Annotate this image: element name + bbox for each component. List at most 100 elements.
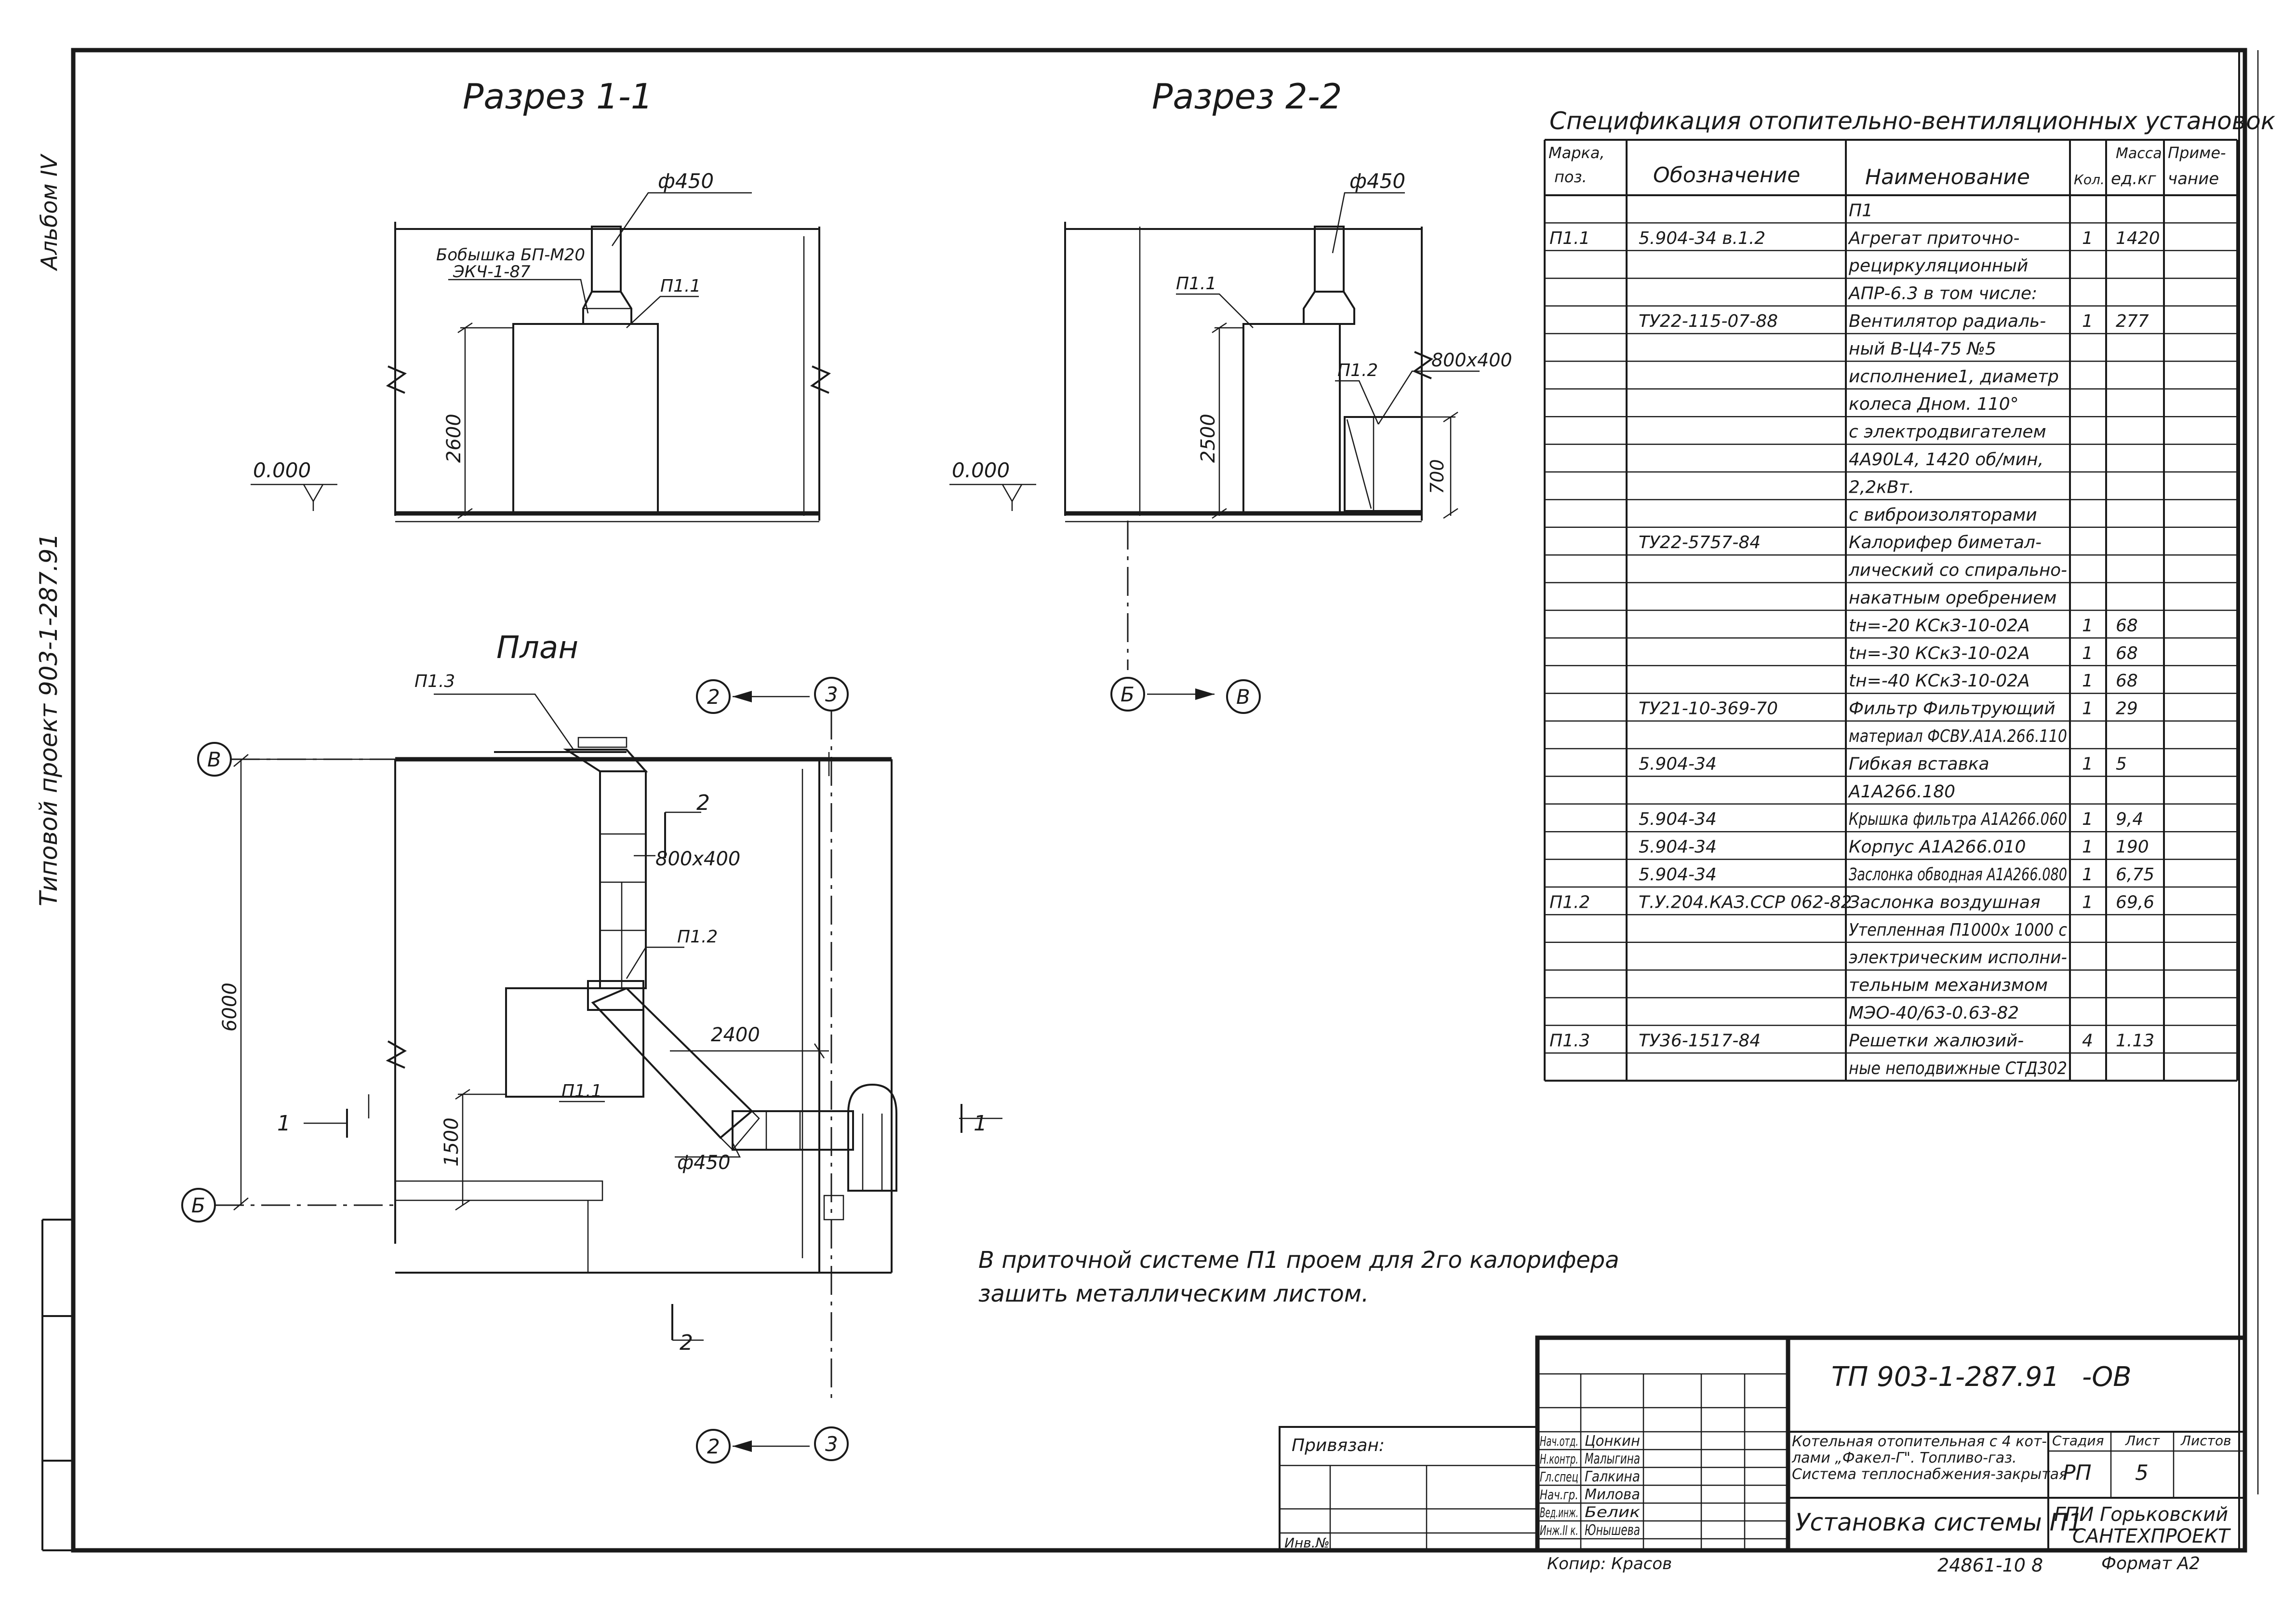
spec-row: 4А90L4, 1420 об/мин, bbox=[1849, 450, 2043, 470]
axis-b-marker: Б bbox=[1121, 683, 1135, 706]
spec-row: ные неподвижные СТД302 bbox=[1849, 1059, 2067, 1078]
axis-b-plan: Б bbox=[191, 1194, 205, 1217]
album-label: Альбом IV bbox=[36, 153, 62, 271]
stamp-sheet-header: Лист bbox=[2125, 1433, 2160, 1449]
spec-cell-designation: 5.904-34 в.1.2 bbox=[1639, 229, 1765, 248]
spec-cell-qty: 1 bbox=[2082, 644, 2093, 663]
s22-valve-label: П1.2 bbox=[1337, 361, 1378, 380]
spec-cell-name: электрическим исполни- bbox=[1849, 948, 2067, 968]
s22-height-dim: 2500 bbox=[1197, 414, 1219, 463]
stamp-sheet-title: Установка системы П1 bbox=[1795, 1508, 2083, 1536]
stamp-desc-2: лами „Факел-Г". Топливо-газ. bbox=[1791, 1450, 2017, 1466]
stamp-stage: РП bbox=[2063, 1461, 2092, 1485]
section-1-1: Разрез 1-1 bbox=[251, 76, 831, 523]
privyazan-label: Привязан: bbox=[1292, 1436, 1385, 1455]
spec-row: материал ФСВУ.А1А.266.110 bbox=[1849, 726, 2067, 746]
s11-boss-ref: ЭКЧ-1-87 bbox=[453, 262, 531, 282]
spec-row: накатным оребрением bbox=[1849, 588, 2056, 608]
spec-row: МЭО-40/63-0.63-82 bbox=[1849, 1003, 2019, 1023]
spec-cell-mass: 5 bbox=[2116, 754, 2127, 774]
drawing-number: 24861-10 8 bbox=[1937, 1555, 2043, 1576]
spec-header-mark-pos: поз. bbox=[1554, 168, 1587, 186]
s11-unit-label: П1.1 bbox=[660, 276, 701, 296]
spec-cell-name: с электродвигателем bbox=[1849, 422, 2046, 442]
axis-2-top: 2 bbox=[707, 685, 720, 709]
spec-row: исполнение1, диаметр bbox=[1849, 367, 2059, 387]
spec-cell-name: ные неподвижные СТД302 bbox=[1849, 1059, 2067, 1078]
spec-cell-qty: 1 bbox=[2082, 809, 2093, 829]
staff-role: Н.контр. bbox=[1540, 1451, 1578, 1467]
staff-name: Белик bbox=[1585, 1504, 1640, 1521]
spec-cell-designation: 5.904-34 bbox=[1639, 837, 1717, 857]
spec-cell-name: Агрегат приточно- bbox=[1848, 229, 2020, 248]
stamp-org-2: САНТЕХПРОЕКТ bbox=[2072, 1525, 2231, 1547]
spec-header-note: Приме- bbox=[2168, 144, 2226, 162]
inventory-label: Инв.№ bbox=[1284, 1535, 1330, 1551]
spec-row: с электродвигателем bbox=[1849, 422, 2046, 442]
plan-diam-label: ф450 bbox=[677, 1152, 731, 1174]
spec-header-designation: Обозначение bbox=[1653, 163, 1800, 188]
staff-row: Вед.инж.Белик bbox=[1540, 1504, 1640, 1521]
plan-duct-label: 800х400 bbox=[655, 848, 740, 870]
spec-cell-name: Крышка фильтра А1А266.060 bbox=[1849, 809, 2067, 829]
s22-duct-label: 800х400 bbox=[1431, 349, 1512, 371]
spec-cell-mass: 68 bbox=[2116, 616, 2138, 635]
spec-row: электрическим исполни- bbox=[1849, 948, 2067, 968]
staff-name: Галкина bbox=[1585, 1468, 1640, 1485]
sheet-frame bbox=[41, 48, 2259, 1553]
s22-diam-label: ф450 bbox=[1349, 169, 1405, 193]
spec-cell-qty: 1 bbox=[2082, 892, 2093, 912]
plan-unit-label: П1.1 bbox=[561, 1081, 602, 1101]
spec-cell-name: Утепленная П1000х 1000 с bbox=[1849, 920, 2067, 940]
note-line-1: В приточной системе П1 проем для 2го кал… bbox=[978, 1247, 1619, 1274]
stamp-desc-1: Котельная отопительная с 4 кот- bbox=[1792, 1433, 2047, 1450]
spec-cell-name: tн=-20 КСк3-10-02А bbox=[1849, 616, 2030, 635]
spec-cell-mass: 29 bbox=[2116, 699, 2138, 719]
axis-v-plan: В bbox=[207, 748, 221, 771]
spec-header-mass-unit: ед.кг bbox=[2111, 169, 2157, 188]
staff-row: Нач.гр.Милова bbox=[1540, 1486, 1640, 1503]
stamp-stage-header: Стадия bbox=[2052, 1433, 2104, 1449]
spec-cell-name: Заслонка воздушная bbox=[1849, 892, 2041, 912]
spec-cell-name: Заслонка обводная А1А266.080 bbox=[1849, 865, 2067, 885]
spec-cell-designation: ТУ21-10-369-70 bbox=[1639, 699, 1778, 719]
staff-role: Нач.гр. bbox=[1540, 1487, 1578, 1503]
spec-cell-qty: 1 bbox=[2082, 865, 2093, 885]
spec-cell-qty: 1 bbox=[2082, 616, 2093, 635]
stamp-suffix: -ОВ bbox=[2082, 1361, 2132, 1393]
spec-row: tн=-20 КСк3-10-02А 1 68 bbox=[1849, 616, 2138, 635]
spec-cell-name: Фильтр Фильтрующий bbox=[1849, 699, 2056, 719]
plan-offset-dim: 1500 bbox=[441, 1117, 463, 1167]
spec-cell-qty: 1 bbox=[2082, 837, 2093, 857]
axis-v-marker: В bbox=[1236, 685, 1250, 709]
s11-boss-label: Бобышка БП-М20 bbox=[436, 245, 585, 265]
stamp-sheets-header: Листов bbox=[2180, 1433, 2231, 1449]
spec-cell-name: П1 bbox=[1849, 201, 1873, 220]
format-label: Формат А2 bbox=[2101, 1554, 2200, 1573]
spec-header-name: Наименование bbox=[1865, 165, 2030, 189]
spec-row: А1А266.180 bbox=[1848, 782, 1955, 802]
spec-cell-qty: 1 bbox=[2082, 229, 2093, 248]
staff-role: Инж.II к. bbox=[1540, 1522, 1578, 1538]
spec-cell-designation: Т.У.204.КАЗ.ССР 062-82 bbox=[1639, 892, 1852, 912]
spec-cell-mark: П1.2 bbox=[1549, 892, 1590, 912]
s22-sub-height-dim: 700 bbox=[1427, 459, 1448, 494]
axis-3-bottom: 3 bbox=[825, 1432, 838, 1456]
spec-cell-designation: 5.904-34 bbox=[1639, 754, 1717, 774]
spec-row: Утепленная П1000х 1000 с bbox=[1849, 920, 2067, 940]
stamp-desc-3: Система теплоснабжения-закрытая bbox=[1792, 1466, 2068, 1483]
spec-cell-mark: П1.1 bbox=[1549, 229, 1590, 248]
staff-row: Нач.отд.Цонкин bbox=[1540, 1433, 1640, 1450]
staff-row: Н.контр.Малыгина bbox=[1540, 1451, 1640, 1467]
staff-name: Цонкин bbox=[1585, 1433, 1640, 1450]
